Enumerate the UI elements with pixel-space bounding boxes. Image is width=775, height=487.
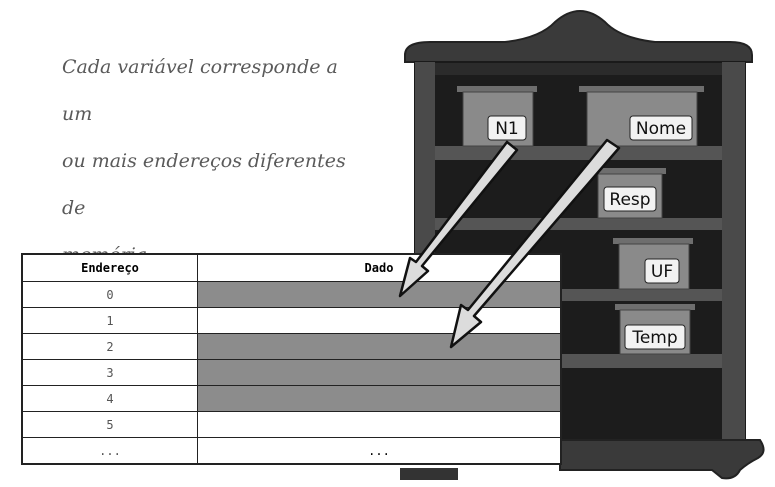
cabinet-base (559, 439, 765, 480)
cabinet-crown (404, 10, 753, 63)
box-temp: Temp (615, 304, 695, 355)
cabinet-right-post (722, 62, 745, 452)
address-cell: 5 (21, 411, 198, 438)
table-row: 3 (21, 359, 562, 386)
shelf (435, 218, 722, 230)
header-address: Endereço (21, 253, 198, 282)
box-n1: N1 (457, 86, 537, 147)
shelf (435, 146, 722, 160)
address-cell: 3 (21, 359, 198, 386)
address-cell: 4 (21, 385, 198, 412)
data-cell (197, 359, 562, 386)
address-cell: 1 (21, 307, 198, 334)
cabinet-foot (400, 468, 458, 480)
box-label-nome: Nome (636, 119, 686, 139)
box-uf: UF (613, 238, 693, 290)
box-label-resp: Resp (609, 190, 650, 210)
table-row: 5 (21, 411, 562, 438)
table-row: 0 (21, 281, 562, 308)
caption-text: Cada variável corresponde a um ou mais e… (62, 44, 372, 279)
table-row: 2 (21, 333, 562, 360)
caption-line-1: Cada variável corresponde a um (62, 56, 338, 125)
data-cell (197, 385, 562, 412)
data-cell (197, 281, 562, 308)
data-cell (197, 333, 562, 360)
box-label-uf: UF (651, 262, 673, 282)
table-row: 1 (21, 307, 562, 334)
box-nome: Nome (579, 86, 704, 147)
memory-table: Endereço Dado 0 1 2 3 4 5 ... (21, 253, 562, 465)
table-row: 4 (21, 385, 562, 412)
box-label-temp: Temp (631, 328, 677, 348)
box-resp: Resp (592, 168, 666, 219)
table-header-row: Endereço Dado (21, 253, 562, 282)
box-label-n1: N1 (495, 119, 519, 139)
address-cell: 2 (21, 333, 198, 360)
address-cell: ... (21, 437, 198, 465)
address-cell: 0 (21, 281, 198, 308)
data-cell (197, 411, 562, 438)
table-row: ... ... (21, 437, 562, 465)
caption-line-2: ou mais endereços diferentes de (62, 150, 346, 219)
header-data: Dado (197, 253, 562, 282)
data-cell (197, 307, 562, 334)
data-cell: ... (197, 437, 562, 465)
